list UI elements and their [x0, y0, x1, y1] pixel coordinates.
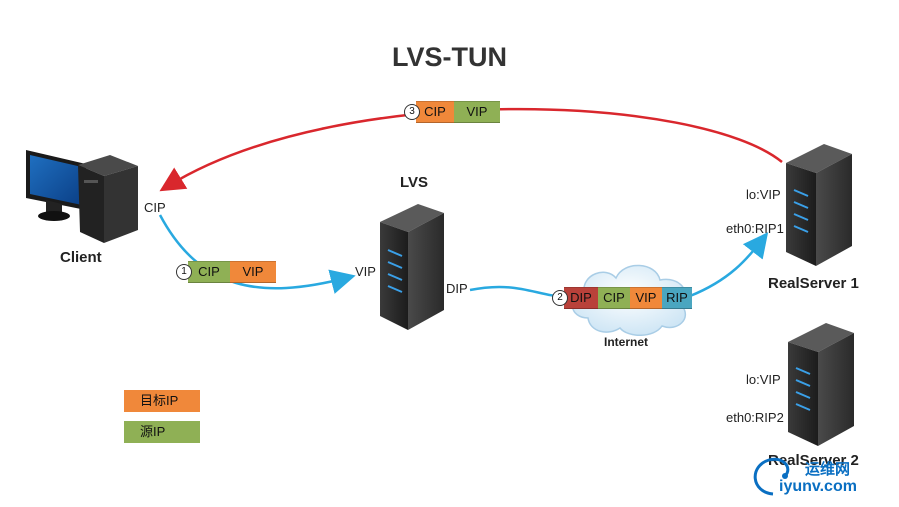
packet-2-field-cip: CIP	[598, 287, 630, 309]
blue-arrow-internet-to-realserver	[689, 232, 769, 298]
watermark-cn-text: 运维网	[805, 461, 851, 478]
legend-dest-ip: 目标IP	[124, 390, 200, 412]
realserver2-label: RealServer 2	[768, 452, 859, 469]
packet-1: 1 CIP VIP	[176, 261, 276, 283]
packet-1-step-number: 1	[176, 264, 192, 280]
watermark-logo: 运维网 iyunv.com	[743, 452, 893, 502]
packet-2-step-number: 2	[552, 290, 568, 306]
packet-2: 2 DIP CIP VIP RIP	[552, 287, 692, 309]
lvs-server-icon	[380, 204, 444, 330]
packet-2-field-rip: RIP	[662, 287, 692, 309]
watermark-url-text: iyunv.com	[779, 478, 857, 495]
diagram-title: LVS-TUN	[392, 42, 507, 72]
client-ip-label: CIP	[144, 200, 166, 215]
internet-label: Internet	[604, 335, 649, 349]
realserver1-lo-label: lo:VIP	[746, 187, 781, 202]
packet-3-field-cip: CIP	[416, 101, 454, 123]
legend-src-ip: 源IP	[124, 421, 200, 443]
realserver2-icon	[788, 323, 854, 446]
packet-2-field-vip: VIP	[630, 287, 662, 309]
packet-3-step-number: 3	[404, 104, 420, 120]
realserver2-lo-label: lo:VIP	[746, 372, 781, 387]
packet-3: 3 CIP VIP	[404, 101, 500, 123]
packet-1-field-cip: CIP	[188, 261, 230, 283]
lvs-dip-label: DIP	[446, 281, 468, 296]
realserver1-eth-label: eth0:RIP1	[726, 221, 784, 236]
realserver2-eth-label: eth0:RIP2	[726, 410, 784, 425]
watermark-swirl-icon	[753, 457, 790, 496]
realserver1-icon	[786, 144, 852, 266]
client-label: Client	[60, 249, 102, 266]
packet-3-field-vip: VIP	[454, 101, 500, 123]
red-return-arrow	[159, 107, 783, 192]
lvs-label: LVS	[400, 174, 429, 191]
client-computer-icon	[26, 150, 138, 243]
lvs-vip-label: VIP	[355, 264, 376, 279]
realserver1-label: RealServer 1	[768, 275, 859, 292]
packet-1-field-vip: VIP	[230, 261, 276, 283]
packet-2-field-dip: DIP	[564, 287, 598, 309]
